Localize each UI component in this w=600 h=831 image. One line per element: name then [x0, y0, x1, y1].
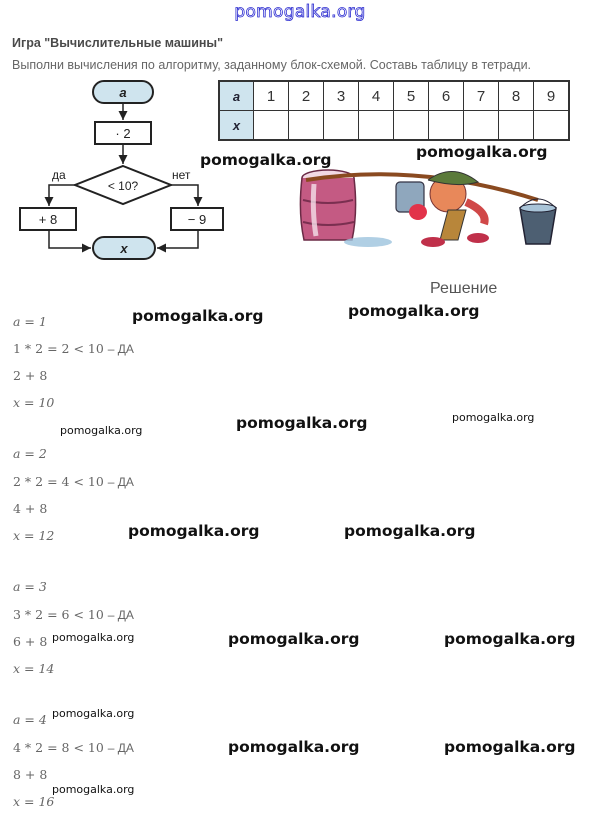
watermark: pomogalka.org — [416, 143, 548, 161]
solution-step-x: x = 14 — [13, 661, 54, 676]
step-calc-value: 1 * 2 = 2 < 10 — [13, 341, 104, 356]
bucket-icon — [519, 198, 557, 245]
step-verdict: – ДА — [107, 608, 134, 622]
solution-step-x: x = 16 — [13, 794, 54, 809]
watermark: pomogalka.org — [228, 630, 360, 648]
table-cell-x — [498, 110, 534, 141]
step-x-value: x = 12 — [13, 528, 55, 543]
flow-yes-action-block — [19, 207, 77, 231]
task-title: Игра "Вычислительные машины" — [12, 36, 224, 50]
step-calc-value: 2 * 2 = 4 < 10 — [13, 474, 104, 489]
clown-illustration — [299, 169, 557, 247]
watermark: pomogalka.org — [52, 707, 135, 720]
flow-arrow — [171, 184, 203, 206]
solution-step-x: x = 12 — [13, 528, 54, 543]
flow-no-action-label: − 9 — [188, 212, 206, 227]
table-header-a: a — [218, 80, 254, 111]
table-cell-x — [533, 110, 570, 141]
table-cell-a: 1 — [253, 80, 289, 111]
step-a-value: a = 4 — [13, 712, 47, 727]
barrel-icon — [299, 169, 392, 247]
table-cell-x — [253, 110, 289, 141]
table-cell-x — [323, 110, 359, 141]
values-table: a 1 2 3 4 5 6 7 8 9 x — [218, 80, 570, 141]
watermark: pomogalka.org — [344, 522, 476, 540]
watermark: pomogalka.org — [236, 414, 368, 432]
watermark: pomogalka.org — [444, 630, 576, 648]
step-verdict: – ДА — [107, 741, 134, 755]
step-x-value: x = 16 — [13, 794, 55, 809]
solution-step-add: 8 + 8 — [13, 767, 48, 782]
table-cell-x — [463, 110, 499, 141]
step-calc-value: 3 * 2 = 6 < 10 — [13, 607, 104, 622]
table-cell-a: 8 — [498, 80, 534, 111]
solution-step-calc: 4 * 2 = 8 < 10 – ДА — [13, 740, 134, 755]
watermark: pomogalka.org — [52, 631, 135, 644]
table-cell-x — [393, 110, 429, 141]
table-cell-a: 2 — [288, 80, 324, 111]
site-header-logo[interactable]: pomogalka.org — [234, 2, 366, 23]
flow-arrow — [48, 230, 91, 253]
solution-step-x: x = 10 — [13, 395, 54, 410]
table-header-x: x — [218, 110, 254, 141]
table-cell-a: 6 — [428, 80, 464, 111]
task-description: Выполни вычисления по алгоритму, заданно… — [12, 58, 532, 72]
table-cell-x — [428, 110, 464, 141]
flow-start-label: a — [119, 85, 126, 100]
watermark: pomogalka.org — [60, 424, 143, 437]
watermark: pomogalka.org — [348, 302, 480, 320]
flow-no-action-block — [170, 207, 224, 231]
solution-step-a: a = 1 — [13, 314, 47, 329]
flow-yes-label: да — [52, 168, 66, 182]
step-x-value: x = 14 — [13, 661, 55, 676]
watermark: pomogalka.org — [444, 738, 576, 756]
table-cell-a: 9 — [533, 80, 570, 111]
flow-yes-action-label: + 8 — [39, 212, 57, 227]
table-cell-a: 7 — [463, 80, 499, 111]
solution-step-a: a = 4 — [13, 712, 47, 727]
table-row-a: a 1 2 3 4 5 6 7 8 9 — [218, 80, 570, 111]
watermark: pomogalka.org — [200, 151, 332, 169]
clown-figure-icon — [305, 171, 539, 247]
flow-end-terminal — [92, 236, 156, 260]
flowchart: a · 2 < 10? да нет + 8 − 9 x — [19, 80, 224, 260]
solution-heading: Решение — [430, 280, 498, 297]
solution-step-add: 4 + 8 — [13, 501, 48, 516]
solution-step-a: a = 3 — [13, 579, 47, 594]
watermark: pomogalka.org — [452, 411, 535, 424]
step-x-value: x = 10 — [13, 395, 55, 410]
solution-step-add: 6 + 8 — [13, 634, 48, 649]
flow-multiply-label: · 2 — [115, 126, 130, 141]
watermark: pomogalka.org — [132, 307, 264, 325]
flow-arrow — [44, 184, 75, 206]
step-a-value: a = 3 — [13, 579, 47, 594]
flow-condition-diamond — [72, 164, 174, 206]
watermark: pomogalka.org — [128, 522, 260, 540]
table-cell-a: 4 — [358, 80, 394, 111]
step-a-value: a = 2 — [13, 446, 47, 461]
step-calc-value: 4 * 2 = 8 < 10 — [13, 740, 104, 755]
watermark: pomogalka.org — [228, 738, 360, 756]
solution-step-calc: 3 * 2 = 6 < 10 – ДА — [13, 607, 134, 622]
flow-arrow — [157, 230, 199, 253]
step-verdict: – ДА — [107, 475, 134, 489]
table-cell-a: 3 — [323, 80, 359, 111]
flow-condition-label: < 10? — [108, 179, 139, 193]
flow-no-label: нет — [172, 168, 191, 182]
table-cell-a: 5 — [393, 80, 429, 111]
solution-step-add: 2 + 8 — [13, 368, 48, 383]
solution-step-calc: 1 * 2 = 2 < 10 – ДА — [13, 341, 134, 356]
step-a-value: a = 1 — [13, 314, 47, 329]
watermark: pomogalka.org — [52, 783, 135, 796]
flow-end-label: x — [119, 241, 128, 256]
solution-step-calc: 2 * 2 = 4 < 10 – ДА — [13, 474, 134, 489]
step-verdict: – ДА — [107, 342, 134, 356]
solution-step-a: a = 2 — [13, 446, 47, 461]
table-row-x: x — [218, 110, 570, 141]
table-cell-x — [288, 110, 324, 141]
table-cell-x — [358, 110, 394, 141]
